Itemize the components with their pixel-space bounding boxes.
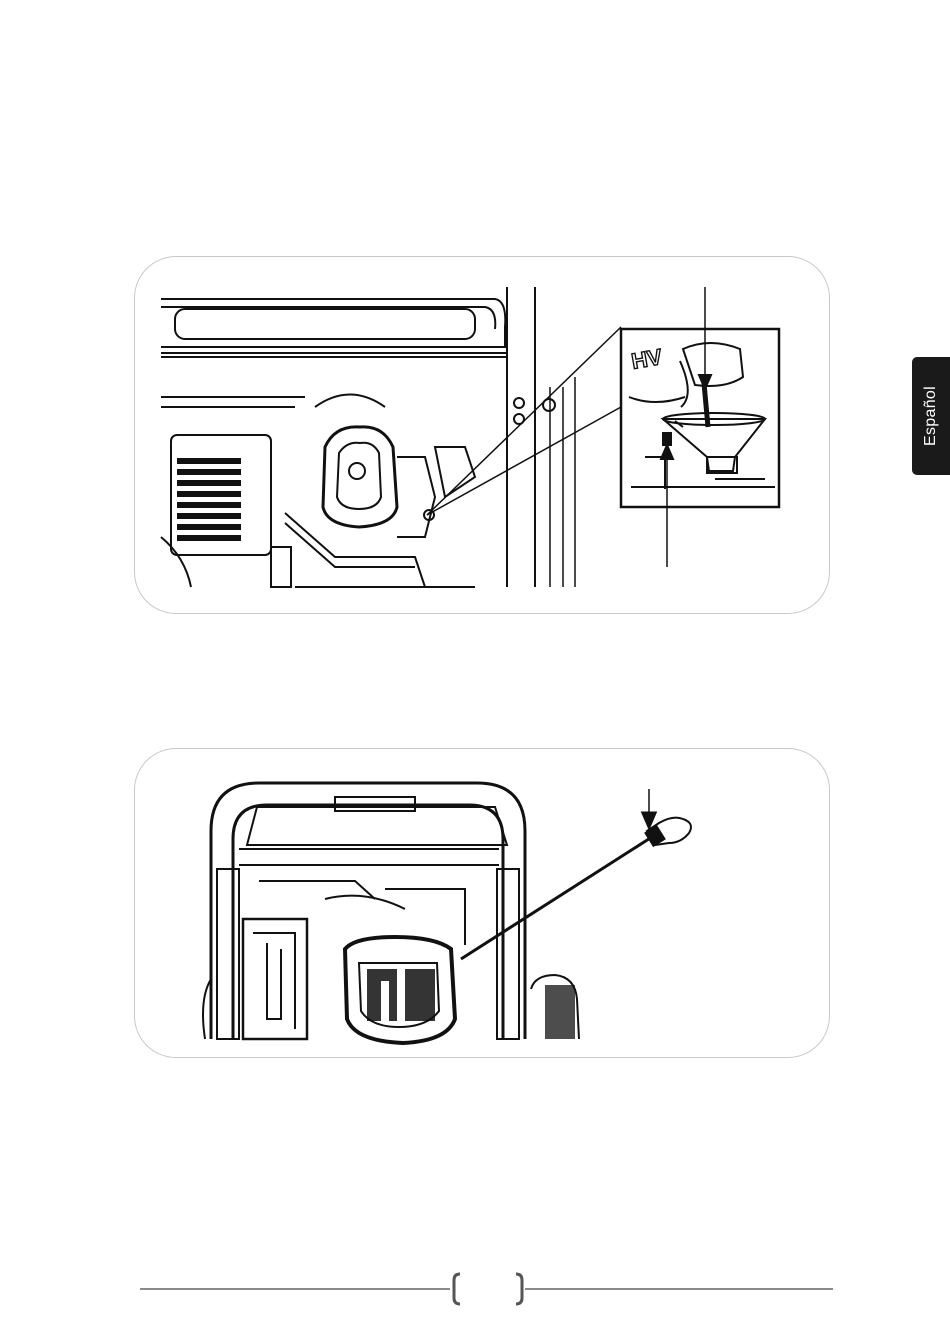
inset-hv-marking: HV [630,344,665,374]
oil-drain-illustration: HV [135,257,829,613]
dipstick-illustration [135,749,829,1057]
oil-drain-figure: HV [134,256,830,614]
dipstick-figure [134,748,830,1058]
footer-rule-right [525,1288,833,1290]
page-number-bracket [450,1272,526,1306]
footer-rule-left [140,1288,450,1290]
language-tab-label: Español [922,386,940,446]
language-tab: Español [912,357,950,475]
